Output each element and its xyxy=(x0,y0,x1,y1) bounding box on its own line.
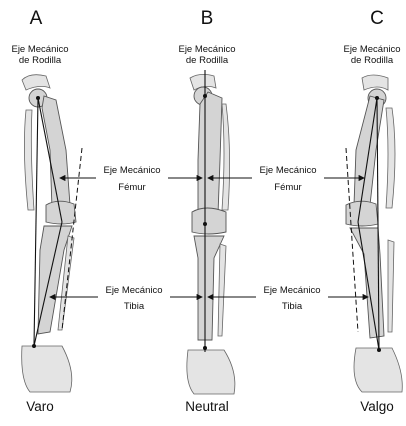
panel-b-soft-tissue xyxy=(222,104,230,210)
panel-c-letter: C xyxy=(370,8,384,29)
panel-b-knee-axis-label-line2: de Rodilla xyxy=(186,55,229,66)
panel-b-ankle-point xyxy=(203,346,207,350)
tibia-label-left-line2: Tibia xyxy=(124,301,145,312)
panel-a-caption: Varo xyxy=(26,399,54,414)
panel-b-letter: B xyxy=(201,8,214,29)
panel-a-femoral-condyles xyxy=(46,201,76,224)
panel-a-pelvis xyxy=(22,75,50,90)
panel-c-foot xyxy=(354,348,402,392)
panel-a-knee-axis-label-line2: de Rodilla xyxy=(19,55,62,66)
panel-a-ankle-point xyxy=(32,344,36,348)
panel-c-hip-point xyxy=(375,96,379,100)
femur-label-right-line1: Eje Mecánico xyxy=(259,165,316,176)
tibia-label-left-line1: Eje Mecánico xyxy=(105,285,162,296)
panel-b-knee-point xyxy=(203,222,207,226)
panel-a-letter: A xyxy=(30,8,43,29)
panel-b-hip-point xyxy=(203,94,207,98)
panel-b-foot xyxy=(187,350,235,394)
femur-label-left-line1: Eje Mecánico xyxy=(103,165,160,176)
panel-c-fibula xyxy=(388,240,394,332)
panel-b-femur xyxy=(198,92,222,214)
panel-b-knee-axis-label-line1: Eje Mecánico xyxy=(178,44,235,55)
panel-c-pelvis xyxy=(362,75,388,90)
panel-c-ankle-point xyxy=(377,348,381,352)
panel-a-hip-point xyxy=(36,96,40,100)
panel-b-femoral-condyles xyxy=(192,208,226,234)
panel-a-mechanical-axis-vertical xyxy=(34,98,38,346)
panel-c: C Eje Mecánico de Rodilla Valgo xyxy=(343,8,402,414)
tibia-label-right-line1: Eje Mecánico xyxy=(263,285,320,296)
panel-a: A Eje Mecánico de Rodilla Varo xyxy=(11,8,82,414)
panel-c-caption: Valgo xyxy=(360,399,394,414)
panel-a-foot xyxy=(22,346,72,392)
panel-c-knee-axis-label-line1: Eje Mecánico xyxy=(343,44,400,55)
panel-b-fibula xyxy=(218,244,226,336)
panel-c-knee-axis-label-line2: de Rodilla xyxy=(351,55,394,66)
femur-label-right-line2: Fémur xyxy=(274,182,301,193)
panel-b-caption: Neutral xyxy=(185,399,229,414)
panel-c-soft-tissue xyxy=(386,108,395,208)
panel-a-soft-tissue xyxy=(24,110,34,210)
panel-a-knee-axis-label-line1: Eje Mecánico xyxy=(11,44,68,55)
tibia-label-right-line2: Tibia xyxy=(282,301,303,312)
femur-label-left-line2: Fémur xyxy=(118,182,145,193)
panel-b: B Eje Mecánico de Rodilla Neutral xyxy=(178,8,235,414)
